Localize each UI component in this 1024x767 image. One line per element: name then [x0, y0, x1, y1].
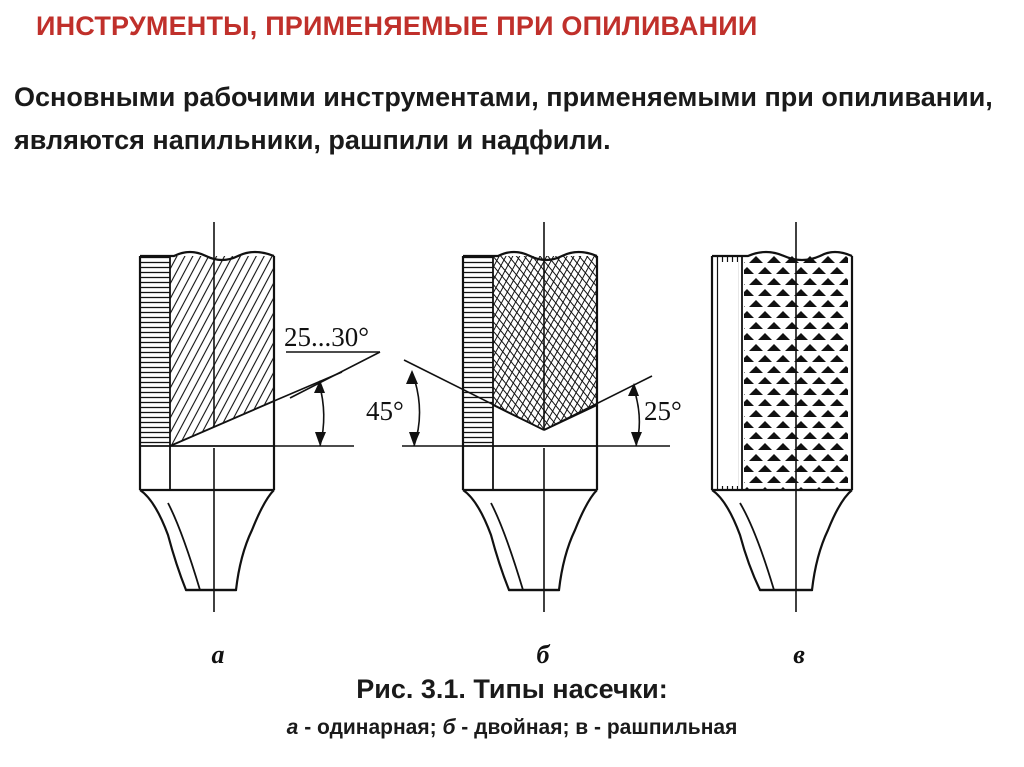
angle-label-b-left: 45° — [366, 396, 404, 426]
figure-legend: а - одинарная; б - двойная; в - рашпильн… — [150, 714, 874, 742]
intro-paragraph: Основными рабочими инструментами, примен… — [14, 82, 993, 155]
hatch-edge — [463, 256, 493, 446]
break-line — [140, 250, 275, 262]
legend-letter-b: б — [442, 716, 456, 739]
cover — [493, 405, 597, 448]
panel-label-b: б — [536, 640, 550, 669]
break-line — [712, 250, 853, 262]
tang — [711, 489, 853, 592]
panel-label-a: а — [211, 640, 225, 669]
legend-text-a: - одинарная; — [298, 716, 443, 739]
file-cut-figure: 25...30° 45° 25° — [138, 222, 854, 612]
file-single-cut — [138, 222, 381, 612]
rasp-teeth — [744, 256, 848, 490]
legend-text-b: - двойная; в - рашпильная — [455, 716, 738, 739]
hatch-edge-clear — [720, 262, 738, 486]
panel-label-v: в — [793, 640, 805, 669]
tang — [462, 489, 598, 592]
break-line — [463, 250, 598, 262]
hatch-edge — [140, 256, 170, 446]
tang — [139, 489, 275, 592]
angle-label-b-right: 25° — [644, 396, 682, 426]
legend-letter-a: а — [286, 716, 299, 739]
figure-caption: Рис. 3.1. Типы насечки: — [356, 674, 668, 704]
file-double-cut — [402, 222, 670, 612]
rasp-cut — [710, 222, 854, 612]
angle-label-a: 25...30° — [284, 322, 369, 352]
slide-title: ИНСТРУМЕНТЫ, ПРИМЕНЯЕМЫЕ ПРИ ОПИЛИВАНИИ — [36, 11, 758, 41]
